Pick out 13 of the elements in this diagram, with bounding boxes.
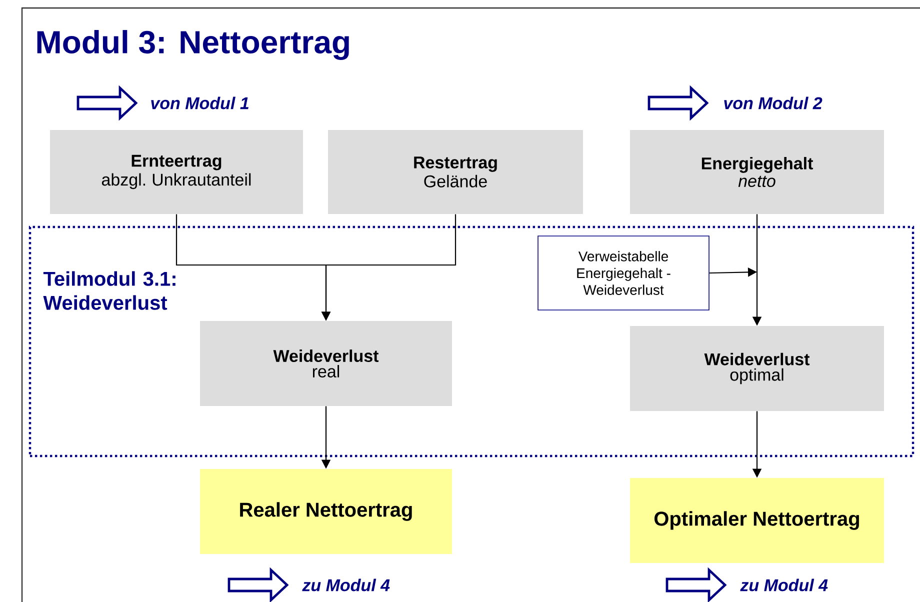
module-reference: von Modul 1 <box>151 96 248 110</box>
process-box: Weideverlust optimal <box>630 326 884 411</box>
module-reference: zu Modul 4 <box>740 578 828 592</box>
process-box: Weideverlust real <box>200 321 452 406</box>
reference-box: Verweistabelle Energiegehalt - Weideverlust <box>538 236 710 310</box>
process-box: Energiegehalt netto <box>630 130 884 214</box>
result-box: Optimaler Nettoertrag <box>630 478 884 563</box>
result-box: Realer Nettoertrag <box>200 469 452 554</box>
process-box: Ernteertrag abzgl. Unkrautanteil <box>50 130 303 214</box>
module-reference: zu Modul 4 <box>302 578 390 592</box>
title: Modul 3: Nettoertrag <box>37 30 349 60</box>
module-reference: von Modul 2 <box>724 96 822 110</box>
process-box: Restertrag Gelände <box>328 130 583 214</box>
